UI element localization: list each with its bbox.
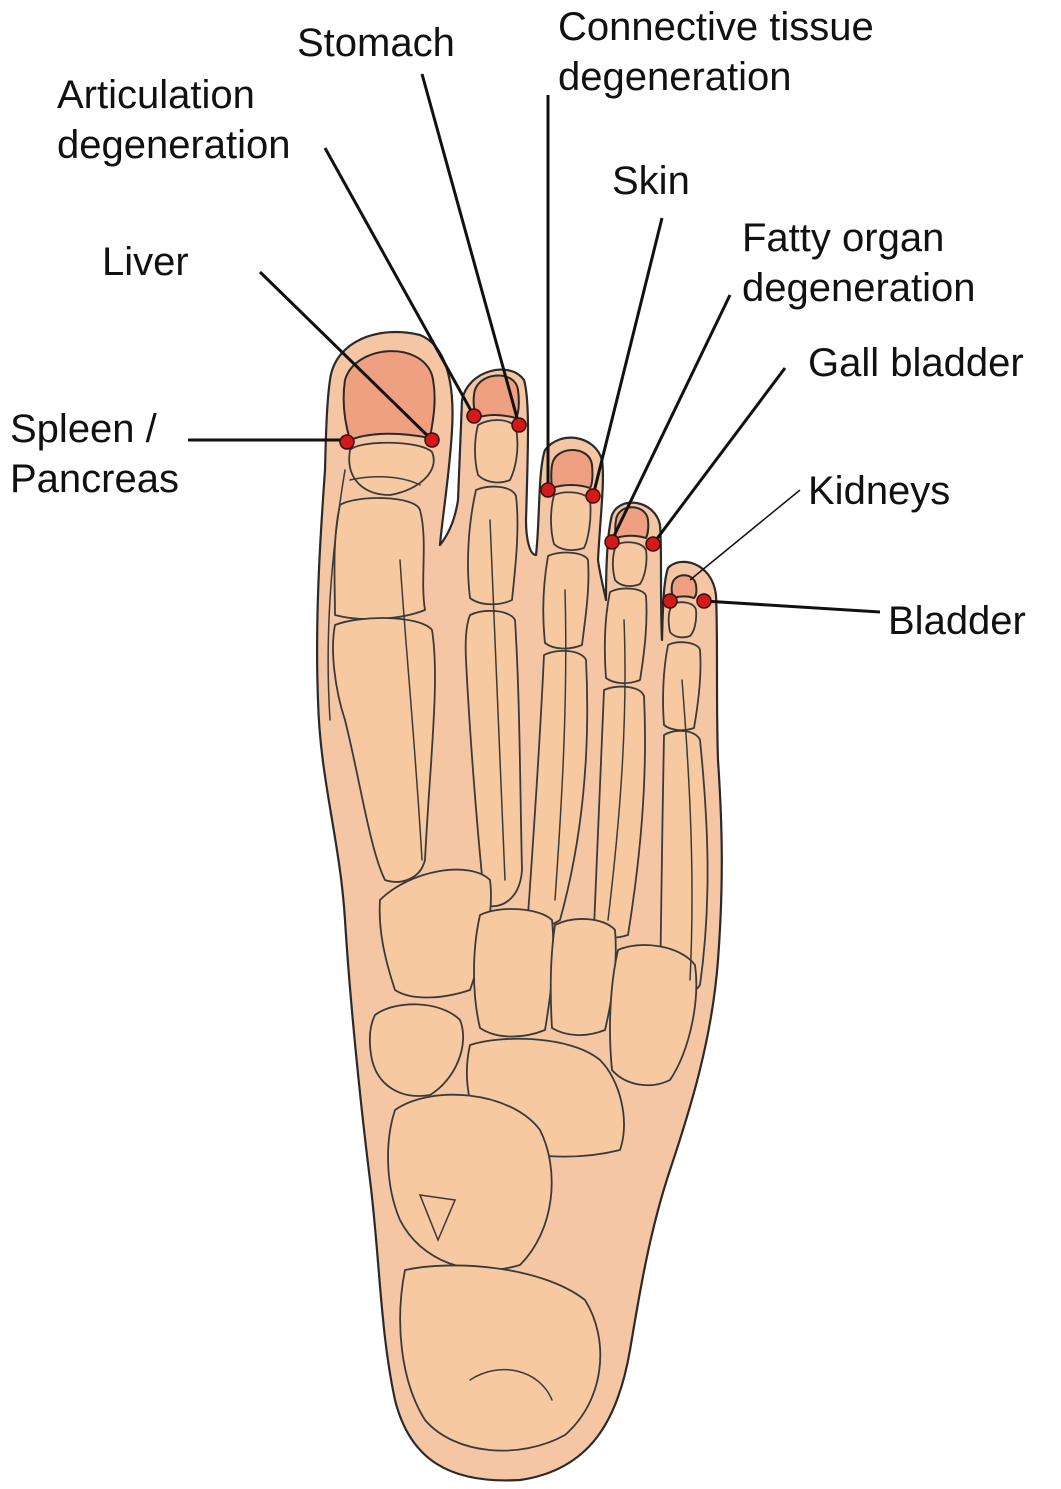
label-connective-tissue-line2: degeneration <box>558 52 792 102</box>
label-skin: Skin <box>612 156 690 206</box>
label-liver: Liver <box>102 237 189 287</box>
fatty-organ-point <box>605 535 619 549</box>
connective-tissue-point <box>541 483 555 497</box>
label-spleen-line2: Pancreas <box>10 454 179 504</box>
label-fatty-organ-line2: degeneration <box>742 263 976 313</box>
label-connective-tissue-line1: Connective tissue <box>558 2 874 52</box>
stomach-point <box>512 418 526 432</box>
label-articulation-line2: degeneration <box>57 120 291 170</box>
label-articulation-line1: Articulation <box>57 70 255 120</box>
third-toe-nail <box>551 450 592 488</box>
skin-point <box>586 489 600 503</box>
articulation-point <box>467 409 481 423</box>
label-bladder: Bladder <box>888 596 1026 646</box>
leader-lines <box>188 74 880 612</box>
big-toe-nail <box>344 351 435 440</box>
label-fatty-organ-line1: Fatty organ <box>742 213 944 263</box>
spleen-pancreas-point <box>340 435 354 449</box>
bladder-point <box>697 594 711 608</box>
liver-point <box>425 433 439 447</box>
label-kidneys: Kidneys <box>808 466 950 516</box>
gall-bladder-point <box>646 537 660 551</box>
label-gall-bladder: Gall bladder <box>808 338 1024 388</box>
kidneys-point <box>663 594 677 608</box>
label-spleen-line1: Spleen / <box>10 404 157 454</box>
label-stomach: Stomach <box>297 18 455 68</box>
